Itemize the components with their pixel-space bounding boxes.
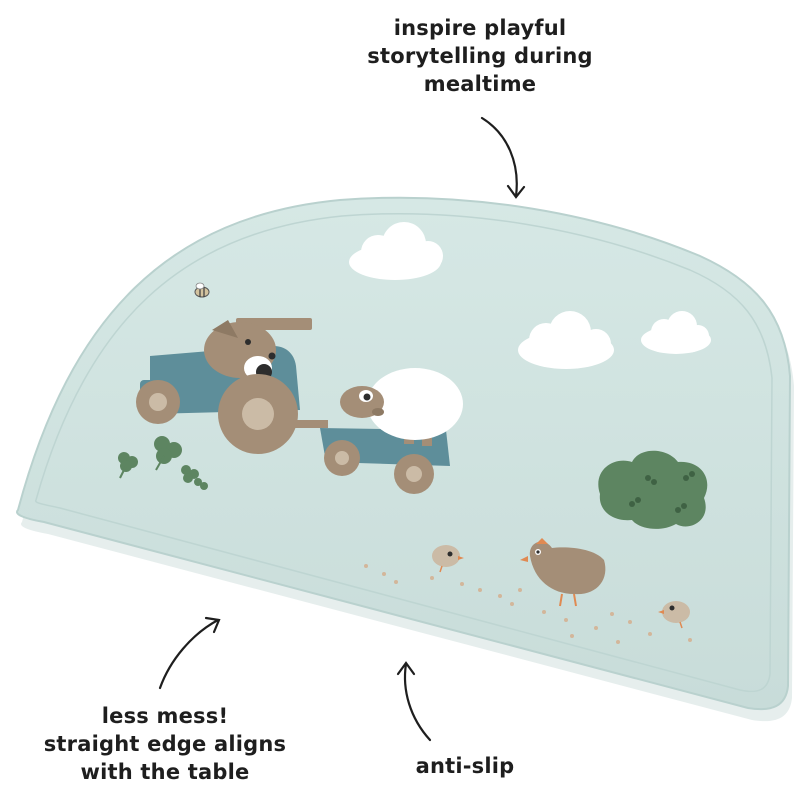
cloud-icon (641, 311, 711, 354)
hen-icon (520, 538, 606, 607)
clover-icon (154, 436, 182, 471)
seed-dots (364, 564, 692, 644)
cloud-icon (349, 222, 443, 280)
cloud-icon (518, 311, 614, 369)
curved-arrow-icon (396, 661, 432, 742)
caption-less-mess: less mess! straight edge aligns with the… (43, 704, 287, 784)
bush-icon (598, 450, 708, 529)
dog-icon (204, 320, 276, 380)
caption-storytelling: inspire playful storytelling during meal… (367, 16, 593, 96)
caption-anti-slip: anti-slip (415, 754, 515, 778)
curved-arrow-icon (158, 616, 221, 690)
placemat-rim (34, 212, 773, 693)
chick-icon (658, 601, 690, 629)
curved-arrow-icon (480, 116, 526, 199)
tractor-wheel (218, 374, 298, 454)
chick-icon (432, 545, 464, 573)
sheep-icon (340, 368, 463, 446)
clover-icon (118, 452, 138, 479)
tractor-wheel (136, 380, 180, 424)
bee-icon (194, 282, 210, 298)
clover-icon (181, 465, 208, 490)
